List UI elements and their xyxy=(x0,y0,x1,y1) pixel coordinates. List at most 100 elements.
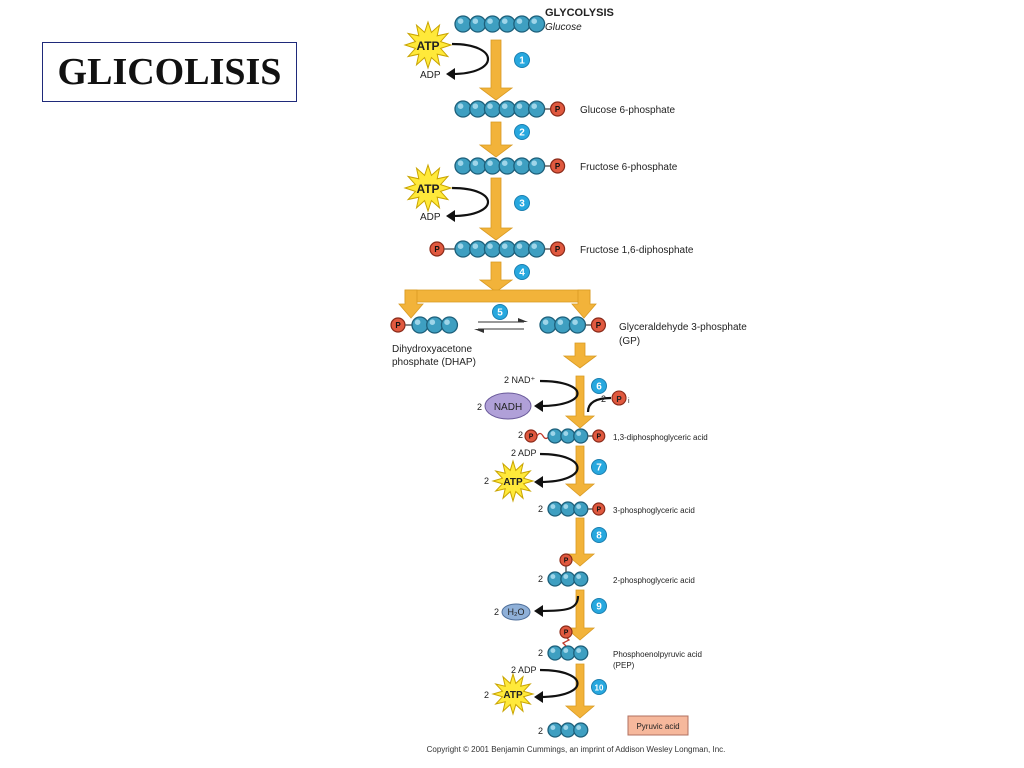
coefficient: 2 xyxy=(601,394,606,404)
label-glucose: Glucose xyxy=(545,22,582,33)
carbon-bead xyxy=(469,240,487,258)
step-number: 5 xyxy=(497,308,503,319)
bead-highlight xyxy=(501,18,508,25)
adp-label: ADP xyxy=(420,70,441,81)
bead-highlight xyxy=(457,103,464,109)
pathway-arrow xyxy=(478,39,514,101)
nad-label: 2 NAD⁺ xyxy=(504,375,536,385)
step-badge-1 xyxy=(514,52,530,68)
atp-label: ATP xyxy=(416,39,439,53)
split-arrow-bar xyxy=(404,289,591,303)
label-glucose-6-phosphate: Glucose 6-phosphate xyxy=(580,105,676,116)
label-2-phosphoglyceric-acid: 2-phosphoglyceric acid xyxy=(613,576,695,585)
bead-highlight xyxy=(531,243,537,249)
step-badge-3 xyxy=(514,195,530,211)
label-pep-line1: Phosphoenolpyruvic acid xyxy=(613,650,702,659)
arrowhead xyxy=(534,605,543,617)
bead-highlight xyxy=(550,648,556,653)
arrowhead xyxy=(534,476,543,488)
slide-title: GLICOLISIS xyxy=(57,51,282,93)
carbon-bead xyxy=(568,316,587,334)
carbon-bead xyxy=(498,15,516,33)
carbon-bead xyxy=(554,316,572,334)
atp-label: ATP xyxy=(416,182,439,196)
step-badge-10 xyxy=(591,679,607,695)
carbon-bead xyxy=(527,100,546,118)
carbon-bead xyxy=(560,571,576,587)
carbon-bead xyxy=(454,157,472,175)
step-number: 10 xyxy=(595,684,604,693)
bead-highlight xyxy=(457,160,464,166)
atp-burst xyxy=(491,672,535,716)
step-number: 3 xyxy=(519,199,525,210)
phosphate-label: P xyxy=(555,245,561,254)
bead-highlight xyxy=(576,725,582,730)
carbon-bead xyxy=(483,100,502,118)
pathway-arrow xyxy=(564,375,596,429)
bead-highlight xyxy=(550,574,556,579)
pathway-arrows xyxy=(398,39,598,719)
high-energy-bond xyxy=(536,432,550,440)
atp-curve-3 xyxy=(451,186,490,218)
carbon-bead xyxy=(573,501,589,517)
step-badge-2 xyxy=(514,124,530,140)
carbon-bead xyxy=(560,428,576,444)
phosphate-group xyxy=(549,241,566,257)
high-energy-bond xyxy=(561,636,571,647)
phosphate-label: P xyxy=(555,105,561,114)
phosphate-label: P xyxy=(564,630,569,637)
atp-burst xyxy=(403,20,453,70)
carbon-bead xyxy=(440,316,459,334)
coefficient: 2 xyxy=(477,402,482,412)
bead-highlight xyxy=(516,18,523,25)
bead-highlight xyxy=(429,319,436,326)
carbon-bead xyxy=(547,428,563,444)
bead-highlight xyxy=(472,160,479,166)
pathway-arrow xyxy=(564,445,596,497)
bead-highlight xyxy=(576,648,582,653)
carbon-bead xyxy=(513,157,531,175)
coefficient: 2 xyxy=(538,574,543,584)
nadh-label: NADH xyxy=(494,402,522,413)
carbon-bead xyxy=(513,100,531,118)
pathway-arrow xyxy=(564,663,596,719)
carbon-bead xyxy=(483,157,502,175)
bead-highlight xyxy=(487,243,493,249)
phosphate-group xyxy=(592,502,606,516)
step-number: 4 xyxy=(519,268,525,279)
bead-highlight xyxy=(531,18,537,25)
pathway-arrow xyxy=(564,517,596,567)
carbon-bead xyxy=(527,157,546,175)
carbon-bead xyxy=(411,316,429,334)
bead-highlight xyxy=(563,725,569,730)
adp-label: 2 ADP xyxy=(511,665,537,675)
bead-highlight xyxy=(542,319,549,326)
bead-highlight xyxy=(576,504,582,509)
arrowhead xyxy=(474,329,484,333)
bead-highlight xyxy=(550,431,556,436)
label-dhap-line2: phosphate (DHAP) xyxy=(392,357,476,368)
carbon-bead xyxy=(547,722,563,738)
pathway-arrow xyxy=(562,342,598,369)
bead-highlight xyxy=(516,103,523,109)
carbon-bead xyxy=(547,645,563,661)
phosphate-group xyxy=(590,317,607,333)
bead-highlight xyxy=(516,243,523,249)
bead-highlight xyxy=(563,504,569,509)
bead-highlight xyxy=(472,18,479,25)
bead-highlight xyxy=(414,319,421,326)
pathway-arrow xyxy=(478,121,514,158)
carbon-bead xyxy=(454,240,472,258)
cofactor-curves xyxy=(446,42,612,703)
carbon-bead xyxy=(454,100,472,118)
pyruvic-acid-box xyxy=(627,715,689,736)
carbon-bead xyxy=(560,501,576,517)
carbon-bead xyxy=(573,722,589,738)
step-badge-8 xyxy=(591,527,607,543)
phosphate-label: P xyxy=(616,395,622,404)
coefficient: 2 xyxy=(494,607,499,617)
bead-highlight xyxy=(487,18,493,25)
atp-burst xyxy=(491,459,535,503)
coefficient: 2 xyxy=(484,476,489,486)
